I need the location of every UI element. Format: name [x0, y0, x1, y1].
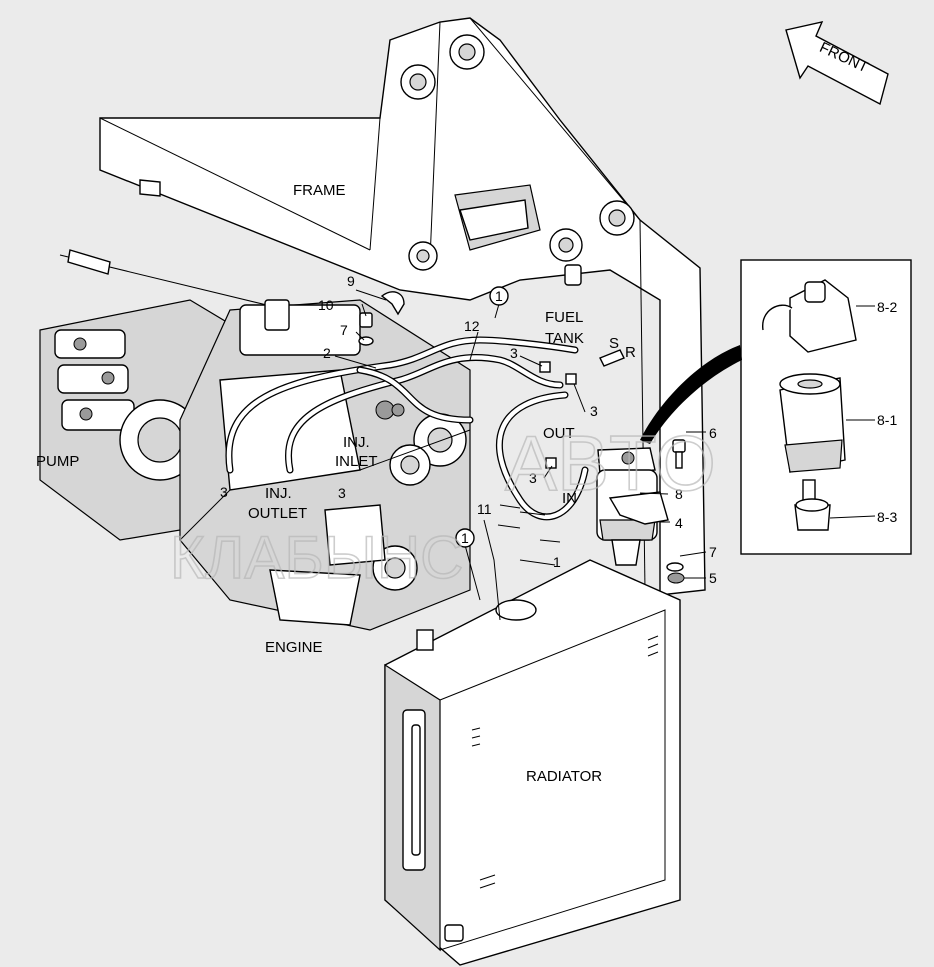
callout-1b: 1 — [461, 530, 469, 546]
frame-label: FRAME — [293, 182, 346, 199]
callout-1c: 1 — [553, 554, 561, 570]
inj-inlet-label-line2: INLET — [335, 453, 378, 470]
circle-callout-1a — [489, 286, 509, 306]
callout-3b: 3 — [590, 403, 598, 419]
callout-5: 5 — [709, 570, 717, 586]
radiator-label: RADIATOR — [526, 768, 602, 785]
callout-3d: 3 — [220, 484, 228, 500]
fuel-filter-assembly — [596, 447, 669, 566]
callout-12: 12 — [464, 318, 480, 334]
radiator — [384, 559, 681, 966]
fuel-tank-label-line2: TANK — [545, 330, 584, 347]
callout-11: 11 — [477, 501, 492, 517]
out-label: OUT — [543, 425, 575, 442]
callout-3e: 3 — [338, 485, 346, 501]
callout-8-3: 8-3 — [877, 509, 897, 525]
callout-8-2: 8-2 — [877, 299, 897, 315]
callout-2: 2 — [323, 345, 331, 361]
engine-label: ENGINE — [265, 639, 323, 656]
callout-9: 9 — [347, 273, 355, 289]
hardware — [358, 291, 686, 584]
callout-8: 8 — [675, 486, 683, 502]
inset-leader — [640, 345, 742, 444]
inj-outlet-label-line1: INJ. — [265, 485, 292, 502]
callout-8-1: 8-1 — [877, 412, 897, 428]
fuel-hoses — [225, 336, 589, 521]
leader-lines — [334, 289, 876, 621]
callout-1a: 1 — [495, 288, 503, 304]
in-label: IN — [562, 490, 577, 507]
inj-outlet-label-line2: OUTLET — [248, 505, 307, 522]
callout-10: 10 — [318, 297, 334, 313]
watermark-line1: ABTO — [505, 419, 716, 507]
callout-6: 6 — [709, 425, 717, 441]
watermark-line2: КЛАБЫНС — [170, 524, 464, 591]
r-label: R — [625, 344, 636, 361]
callout-3a: 3 — [510, 345, 518, 361]
callout-7a: 7 — [340, 322, 348, 338]
fuel-tank-label-line1: FUEL — [545, 309, 583, 326]
callout-7b: 7 — [709, 544, 717, 560]
inj-inlet-label-line1: INJ. — [343, 434, 370, 451]
frame — [59, 17, 706, 596]
callout-3c: 3 — [529, 470, 537, 486]
callout-4: 4 — [675, 515, 683, 531]
circle-callout-1b — [455, 528, 475, 548]
filter-detail-inset — [740, 259, 912, 555]
s-label: S — [609, 335, 619, 352]
front-arrow: FRONT — [785, 21, 889, 106]
pump-label: PUMP — [36, 453, 79, 470]
